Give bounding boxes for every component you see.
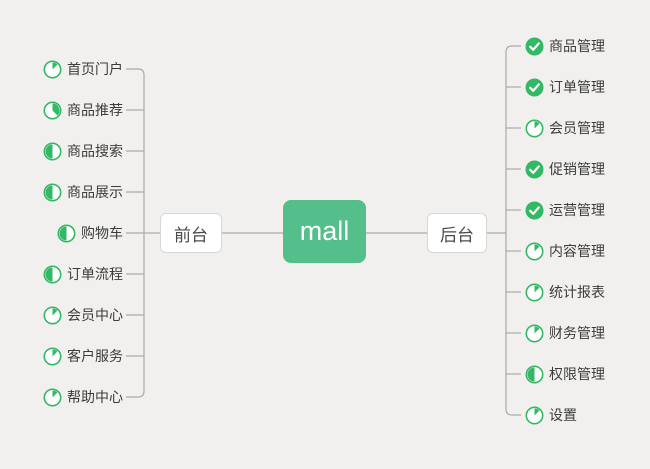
item-label: 财务管理 [549, 325, 605, 341]
branch-node-frontend[interactable]: 前台 [160, 213, 222, 253]
mindmap-item[interactable]: 统计报表 [525, 282, 605, 302]
item-label: 购物车 [81, 225, 123, 241]
item-label: 运营管理 [549, 202, 605, 218]
mindmap-item[interactable]: 会员管理 [525, 118, 605, 138]
mindmap-item[interactable]: 商品推荐 [43, 100, 123, 120]
item-label: 权限管理 [549, 366, 605, 382]
item-label: 统计报表 [549, 284, 605, 300]
mindmap-item[interactable]: 促销管理 [525, 159, 605, 179]
item-label: 订单管理 [549, 79, 605, 95]
item-label: 订单流程 [67, 266, 123, 282]
item-label: 商品展示 [67, 184, 123, 200]
item-label: 商品推荐 [67, 102, 123, 118]
done-check-icon [525, 78, 544, 97]
mindmap-item[interactable]: 订单管理 [525, 77, 605, 97]
mindmap-item[interactable]: 会员中心 [43, 305, 123, 325]
progress-1-8-icon [43, 306, 62, 325]
progress-1-8-icon [525, 242, 544, 261]
item-label: 会员中心 [67, 307, 123, 323]
mindmap-item[interactable]: 运营管理 [525, 200, 605, 220]
progress-half-icon [43, 183, 62, 202]
progress-1-8-icon [525, 119, 544, 138]
mindmap-item[interactable]: 财务管理 [525, 323, 605, 343]
progress-3-8-icon [43, 101, 62, 120]
item-label: 客户服务 [67, 348, 123, 364]
progress-half-icon [57, 224, 76, 243]
done-check-icon [525, 37, 544, 56]
mindmap-item[interactable]: 商品搜索 [43, 141, 123, 161]
item-label: 商品搜索 [67, 143, 123, 159]
done-check-icon [525, 201, 544, 220]
item-label: 首页门户 [67, 61, 123, 77]
progress-1-8-icon [43, 347, 62, 366]
progress-1-8-icon [43, 388, 62, 407]
progress-1-8-icon [525, 324, 544, 343]
mindmap-item[interactable]: 商品管理 [525, 36, 605, 56]
progress-half-icon [43, 142, 62, 161]
done-check-icon [525, 160, 544, 179]
mindmap-item[interactable]: 商品展示 [43, 182, 123, 202]
mindmap-item[interactable]: 权限管理 [525, 364, 605, 384]
progress-1-8-icon [525, 283, 544, 302]
root-node-mall[interactable]: mall [283, 200, 366, 263]
progress-half-icon [525, 365, 544, 384]
item-label: 促销管理 [549, 161, 605, 177]
progress-1-8-icon [43, 60, 62, 79]
item-label: 会员管理 [549, 120, 605, 136]
item-label: 设置 [549, 407, 577, 423]
progress-1-8-icon [525, 406, 544, 425]
mindmap-item[interactable]: 帮助中心 [43, 387, 123, 407]
mindmap-item[interactable]: 首页门户 [43, 59, 123, 79]
item-label: 商品管理 [549, 38, 605, 54]
progress-half-icon [43, 265, 62, 284]
mindmap-item[interactable]: 订单流程 [43, 264, 123, 284]
mindmap-item[interactable]: 购物车 [57, 223, 123, 243]
mindmap-item[interactable]: 内容管理 [525, 241, 605, 261]
mindmap-item[interactable]: 设置 [525, 405, 577, 425]
item-label: 内容管理 [549, 243, 605, 259]
branch-node-backend[interactable]: 后台 [427, 213, 487, 253]
item-label: 帮助中心 [67, 389, 123, 405]
mindmap-item[interactable]: 客户服务 [43, 346, 123, 366]
